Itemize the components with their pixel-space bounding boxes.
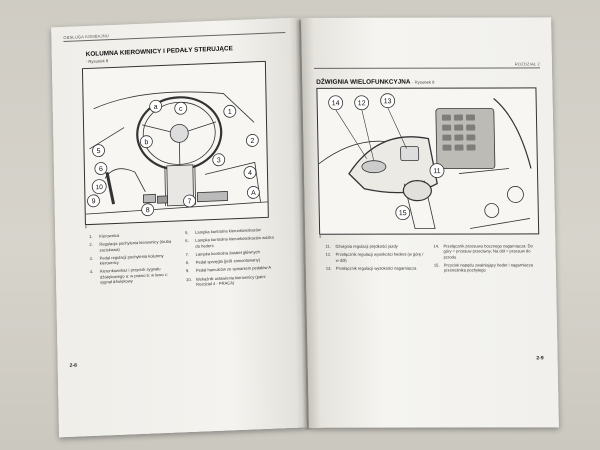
callout-c: c xyxy=(174,101,188,115)
callout-10: 10 xyxy=(91,179,107,195)
svg-text:6: 6 xyxy=(99,166,103,173)
callout-3: 3 xyxy=(212,153,226,167)
legend-item-6: 6.Lampka kontrolna kierunkowskazów wózka… xyxy=(185,234,274,249)
legend-item-11: 11.Dźwignia regulacji prędkości jazdy xyxy=(325,243,398,249)
svg-text:4: 4 xyxy=(248,170,252,177)
callout-9: 9 xyxy=(87,194,100,208)
callout-13: 13 xyxy=(380,93,396,109)
legend-item-14: 14.Przełącznik przesuwu bocznego nagarni… xyxy=(433,243,533,260)
left-legend-col1: 1.Kierownica 2.Regulacja pochylenia kier… xyxy=(89,230,180,288)
multifunction-lever-figure: 14 12 13 11 15 xyxy=(316,87,540,235)
svg-text:1: 1 xyxy=(228,109,232,116)
callout-8: 8 xyxy=(141,203,155,217)
svg-text:14: 14 xyxy=(332,100,340,107)
callout-6: 6 xyxy=(94,162,108,175)
right-legend-col1: 11.Dźwignia regulacji prędkości jazdy 12… xyxy=(325,244,426,274)
legend-item-13: 13.Przełącznik regulacji wysokości nagar… xyxy=(325,265,417,271)
svg-text:a: a xyxy=(154,104,158,111)
svg-text:A: A xyxy=(251,190,256,197)
svg-text:5: 5 xyxy=(97,148,101,155)
svg-text:11: 11 xyxy=(433,168,441,175)
multifunction-lever-drawing: 14 12 13 11 15 xyxy=(318,93,532,230)
svg-text:12: 12 xyxy=(358,100,366,107)
open-manual: OBSŁUGA KOMBAJNU KOLUMNA KIEROWNICY I PE… xyxy=(51,15,559,438)
svg-text:2: 2 xyxy=(250,138,254,145)
svg-text:b: b xyxy=(144,139,148,146)
callout-12: 12 xyxy=(354,95,370,111)
left-title: KOLUMNA KIEROWNICY I PEDAŁY STERUJĄCE xyxy=(85,45,233,59)
svg-text:10: 10 xyxy=(96,184,104,191)
left-legend-col2: 5.Lampka kontrolna kierunkowskazów 6.Lam… xyxy=(185,226,280,290)
legend-item-7: 7.Lampka kontrolna świateł głównych xyxy=(185,249,260,258)
right-header: ROZDZIAŁ 2 xyxy=(514,61,540,67)
legend-item-1: 1.Kierownica xyxy=(89,232,120,240)
left-subtitle: - Rysunek 8 xyxy=(85,58,109,65)
right-header-rule xyxy=(313,67,541,69)
left-page: OBSŁUGA KOMBAJNU KOLUMNA KIEROWNICY I PE… xyxy=(51,17,307,438)
legend-item-10: 10.Wskaźnik ustawienia kierownicy (patrz… xyxy=(185,273,266,287)
callout-A: A xyxy=(246,186,260,199)
callout-a: a xyxy=(149,99,163,113)
right-figure-number: 9 xyxy=(319,234,322,239)
legend-item-4: 4.Kierunkowskaz i przycisk sygnału dźwię… xyxy=(89,266,169,285)
legend-item-9: 9.Pedał hamulców ze spinaniem pedałów A xyxy=(185,265,272,274)
right-title: DŹWIGNIA WIELOFUNKCYJNA - Rysunek 9 xyxy=(316,78,435,86)
callout-2: 2 xyxy=(245,134,259,147)
svg-text:c: c xyxy=(179,106,183,113)
svg-text:13: 13 xyxy=(384,98,392,105)
right-page-number: 2-9 xyxy=(536,355,544,362)
right-legend-col2: 14.Przełącznik przesuwu bocznego nagarni… xyxy=(433,243,540,276)
callout-7: 7 xyxy=(183,194,196,208)
legend-item-12: 12.Przełącznik regulacji wysokości heder… xyxy=(325,251,424,263)
callout-15: 15 xyxy=(395,205,411,221)
steering-column-drawing: a b c 1 2 3 4 5 6 7 8 9 10 A xyxy=(85,91,268,217)
callout-5: 5 xyxy=(92,144,105,158)
callout-4: 4 xyxy=(243,166,257,179)
left-figure-number: 8 xyxy=(84,225,87,230)
callout-b: b xyxy=(139,135,153,149)
steering-column-figure: a b c 1 2 3 4 5 6 7 8 9 10 A xyxy=(81,60,269,226)
legend-item-15: 15.Przycisk napędu zwalniający heder i n… xyxy=(433,262,534,273)
callout-14: 14 xyxy=(328,95,344,111)
legend-item-3: 3.Pedał regulacji pochylenia kolumny kie… xyxy=(89,252,164,266)
svg-text:15: 15 xyxy=(399,210,407,217)
svg-text:7: 7 xyxy=(188,198,192,205)
right-subtitle: - Rysunek 9 xyxy=(411,79,435,85)
legend-item-2: 2.Regulacja pochylenia kierownicy (śruba… xyxy=(89,239,172,253)
svg-text:9: 9 xyxy=(91,198,95,205)
svg-text:3: 3 xyxy=(217,157,221,164)
callout-1: 1 xyxy=(223,104,237,118)
callout-11: 11 xyxy=(429,163,445,178)
left-page-number: 2-8 xyxy=(69,362,77,369)
right-page: ROZDZIAŁ 2 DŹWIGNIA WIELOFUNKCYJNA - Rys… xyxy=(301,17,559,428)
svg-text:8: 8 xyxy=(146,207,150,214)
legend-item-5: 5.Lampka kontrolna kierunkowskazów xyxy=(185,227,261,236)
legend-item-8: 8.Pedał sprzęgła (jeśli zamontowany) xyxy=(185,257,261,266)
